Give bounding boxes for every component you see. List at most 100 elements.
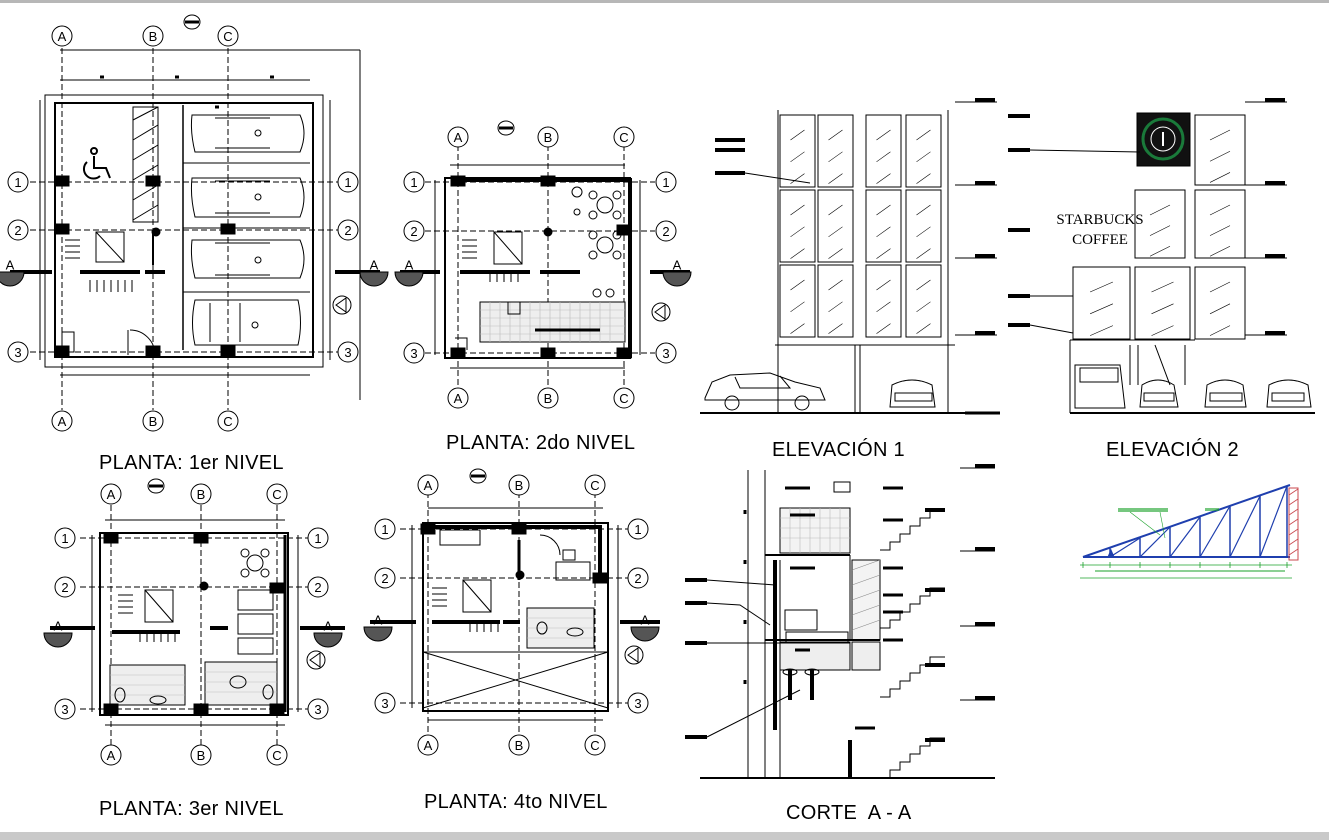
axis-bubble-col: C <box>266 483 288 505</box>
car-rear-1 <box>889 379 936 408</box>
svg-text:3: 3 <box>14 345 21 360</box>
view-title-elevation-1: ELEVACIÓN 1 <box>772 439 905 461</box>
axis-bubble-col: B <box>142 410 164 432</box>
axis-bubble-col: A <box>100 483 122 505</box>
station-wagon <box>704 372 826 411</box>
car-rear-2 <box>1139 379 1179 408</box>
section-a-a <box>685 464 995 779</box>
svg-text:A: A <box>324 619 333 634</box>
dining-table-group <box>571 186 622 298</box>
svg-text:A: A <box>454 130 463 145</box>
svg-text:B: B <box>149 29 158 44</box>
section-mark: A <box>359 258 389 287</box>
plan-level-4 <box>370 468 660 742</box>
svg-text:A: A <box>58 29 67 44</box>
accessibility-icon <box>82 147 111 180</box>
axis-bubble-col: B <box>537 126 559 148</box>
axis-bubble-row: 2 <box>627 567 649 589</box>
north-arrow-icon <box>469 468 487 484</box>
axis-bubble-col: B <box>508 474 530 496</box>
elevation-1 <box>700 98 1000 415</box>
svg-text:2: 2 <box>381 571 388 586</box>
axis-bubble-row: 1 <box>374 518 396 540</box>
axis-bubble-col: A <box>447 126 469 148</box>
axis-bubble-row: 1 <box>337 171 359 193</box>
svg-text:A: A <box>405 258 414 273</box>
signage-line-1: STARBUCKS <box>1056 212 1143 228</box>
svg-text:A: A <box>54 619 63 634</box>
view-title-plan-1: PLANTA: 1er NIVEL <box>99 452 284 474</box>
car-rear-3 <box>1204 379 1247 408</box>
axis-bubble-row: 2 <box>403 220 425 242</box>
plan-level-2 <box>400 120 690 388</box>
plan-level-1 <box>10 14 380 410</box>
axis-bubble-col: B <box>537 387 559 409</box>
axis-bubble-row: 3 <box>307 698 329 720</box>
section-mark: A <box>630 613 660 642</box>
svg-text:B: B <box>197 748 206 763</box>
svg-text:C: C <box>619 391 628 406</box>
axis-bubble-col: B <box>190 483 212 505</box>
elevation-2: STARBUCKS COFFEE <box>1008 98 1315 414</box>
svg-text:A: A <box>424 478 433 493</box>
starbucks-logo-icon <box>1136 112 1191 167</box>
svg-text:B: B <box>544 391 553 406</box>
svg-text:2: 2 <box>314 580 321 595</box>
car-top-1 <box>190 114 305 153</box>
viewport-bottom-border <box>0 832 1329 840</box>
axis-bubble-col: C <box>217 410 239 432</box>
viewport-top-border <box>0 0 1329 3</box>
dining-table <box>240 548 270 578</box>
svg-text:1: 1 <box>381 522 388 537</box>
axis-bubble-col: C <box>266 744 288 766</box>
access-arrow-icon <box>624 645 644 665</box>
axis-bubble-row: 3 <box>655 342 677 364</box>
axis-bubble-row: 3 <box>7 341 29 363</box>
svg-text:A: A <box>58 414 67 429</box>
plan-level-3 <box>50 478 345 745</box>
access-arrow-icon <box>332 295 352 315</box>
access-arrow-icon <box>306 650 326 670</box>
access-arrow-icon <box>651 302 671 322</box>
svg-text:B: B <box>515 478 524 493</box>
axis-bubble-row: 1 <box>403 171 425 193</box>
axis-bubble-row: 3 <box>403 342 425 364</box>
svg-text:B: B <box>197 487 206 502</box>
svg-text:C: C <box>223 414 232 429</box>
svg-text:1: 1 <box>314 531 321 546</box>
svg-text:3: 3 <box>314 702 321 717</box>
svg-text:1: 1 <box>662 175 669 190</box>
axis-bubble-row: 2 <box>374 567 396 589</box>
view-title-section: CORTE A - A <box>786 802 912 824</box>
svg-text:1: 1 <box>14 175 21 190</box>
axis-bubble-col: A <box>447 387 469 409</box>
axis-bubble-row: 3 <box>374 692 396 714</box>
svg-text:1: 1 <box>634 522 641 537</box>
svg-text:B: B <box>515 738 524 753</box>
axis-bubble-col: A <box>100 744 122 766</box>
car-top-3 <box>190 239 305 279</box>
svg-text:2: 2 <box>344 223 351 238</box>
axis-bubble-row: 3 <box>627 692 649 714</box>
svg-text:3: 3 <box>662 346 669 361</box>
svg-text:B: B <box>149 414 158 429</box>
north-arrow-icon <box>497 120 515 136</box>
section-mark: A <box>0 258 25 287</box>
svg-text:3: 3 <box>410 346 417 361</box>
section-mark: A <box>363 613 393 642</box>
svg-text:2: 2 <box>14 223 21 238</box>
axis-bubble-row: 2 <box>655 220 677 242</box>
van-rear <box>1074 364 1126 409</box>
axis-bubble-col: A <box>51 410 73 432</box>
svg-text:C: C <box>619 130 628 145</box>
svg-text:2: 2 <box>662 224 669 239</box>
view-title-plan-4: PLANTA: 4to NIVEL <box>424 791 608 813</box>
svg-text:1: 1 <box>410 175 417 190</box>
car-top-2 <box>190 177 305 218</box>
svg-text:3: 3 <box>634 696 641 711</box>
glass-panels <box>1072 114 1246 340</box>
van-top <box>192 299 301 346</box>
